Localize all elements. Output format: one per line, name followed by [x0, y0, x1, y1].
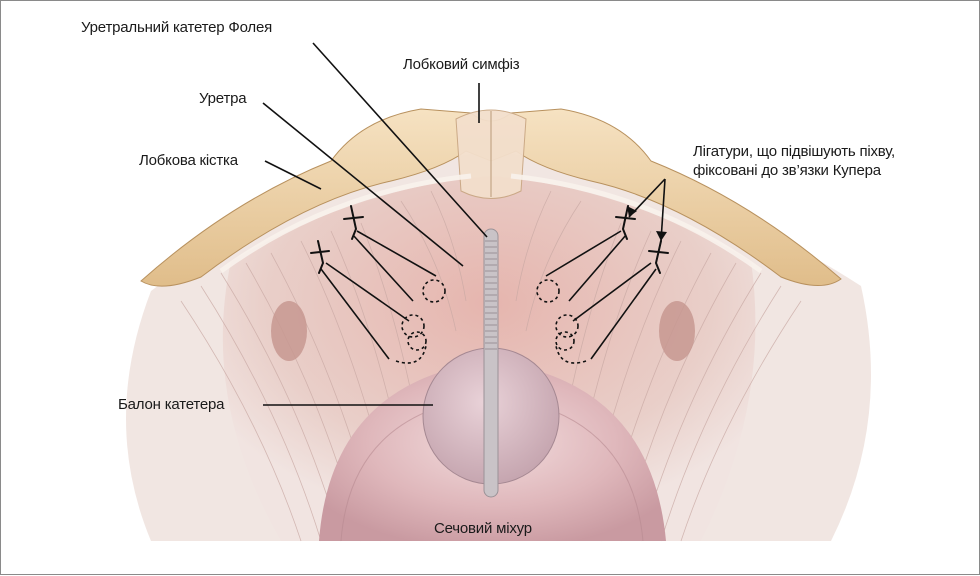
- label-urethra: Уретра: [199, 89, 246, 108]
- label-bladder: Сечовий міхур: [434, 519, 532, 538]
- label-foley-catheter: Уретральний катетер Фолея: [81, 18, 272, 37]
- label-ligatures: Лігатури, що підвішують піхву, фіксовані…: [693, 142, 895, 180]
- label-pubic-symphysis: Лобковий симфіз: [403, 55, 520, 74]
- catheter-tube: [484, 229, 498, 497]
- label-pubic-bone: Лобкова кістка: [139, 151, 238, 170]
- label-catheter-balloon: Балон катетера: [118, 395, 224, 414]
